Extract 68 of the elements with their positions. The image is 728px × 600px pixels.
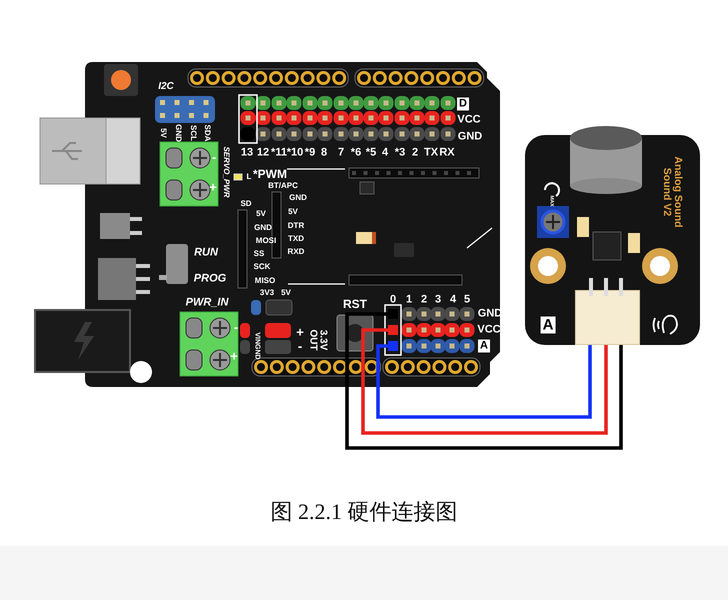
pin-label: TX	[424, 148, 438, 158]
pin-label: 4	[382, 148, 388, 158]
pin-label: *9	[304, 148, 316, 158]
pin-label: BT/APC	[268, 182, 298, 190]
pin-label: *6	[350, 148, 362, 158]
pin-label: SCK	[254, 263, 270, 271]
wire-connector	[575, 290, 640, 345]
pin-label: 2	[420, 294, 428, 306]
polarity-sign: -	[212, 150, 216, 164]
led-label: L	[246, 173, 252, 181]
wire	[361, 328, 608, 435]
pin-label: MISO	[254, 277, 276, 285]
pin-label: 2	[412, 148, 418, 158]
pin-label: GND	[174, 124, 182, 142]
wire	[345, 312, 623, 450]
pin-label: 0	[390, 294, 396, 306]
pin-label: VCC	[477, 324, 501, 336]
switch-label: RUN	[194, 248, 218, 258]
button-label: RST	[343, 298, 367, 310]
pin-label: 3	[434, 294, 442, 306]
polarity-sign: +	[230, 350, 238, 362]
pin-label: SS	[254, 250, 264, 258]
pin-label: 13	[240, 148, 254, 158]
pin-label: 7	[338, 148, 344, 158]
port-label: A	[540, 316, 556, 334]
pin-label: 12	[256, 148, 270, 158]
pin-label: TXD	[288, 235, 304, 243]
pin-label: 5V	[288, 208, 298, 216]
pin-label: *PWM	[253, 168, 287, 180]
pin-label: *5	[366, 148, 376, 158]
pin-label: 5	[464, 294, 470, 306]
pin-label: GND	[458, 132, 482, 142]
port-label: A	[478, 340, 490, 352]
pin-label: *11	[271, 148, 287, 158]
pin-label: 8	[320, 148, 328, 158]
switch-label: PROG	[194, 274, 226, 284]
module-label: Analog Sound Sound V2	[660, 155, 684, 230]
polarity-sign: +	[296, 326, 304, 338]
polarity-sign: -	[234, 320, 238, 334]
port-label: D	[457, 98, 469, 110]
pin-label: SDA	[203, 124, 211, 142]
pin-label: VCC	[457, 114, 481, 126]
pin-label: DTR	[288, 222, 304, 230]
pin-label: 4	[450, 294, 456, 306]
figure-caption: 图 2.2.1 硬件连接图	[270, 499, 458, 524]
pin-label: RX	[439, 148, 455, 158]
pin-label: 5V	[159, 128, 167, 138]
header-label: I2C	[158, 82, 174, 92]
jumper-label: 5V	[281, 289, 291, 297]
pin-label: GND	[254, 224, 272, 232]
connector-label: PWR_IN	[186, 298, 228, 308]
pin-label: SERVO_PWR	[222, 146, 230, 198]
jumper-label: 3V3	[260, 289, 274, 297]
pin-label: SD	[240, 200, 252, 208]
header-pin	[388, 325, 398, 335]
pin-label: *3	[394, 148, 406, 158]
output-label: 3.3V OUT	[308, 328, 328, 353]
polarity-sign: +	[209, 180, 217, 194]
pin-label: GND	[289, 194, 307, 202]
pin-label: 5V	[256, 210, 266, 218]
pin-label: 1	[406, 294, 412, 306]
wire	[376, 344, 592, 419]
polarity-sign: -	[298, 340, 302, 352]
header-pin	[388, 341, 398, 351]
pin-label: MOSI	[256, 237, 276, 245]
pin-label: RXD	[288, 248, 304, 256]
pin-label: *10	[286, 148, 304, 158]
pin-label: SCL	[189, 125, 197, 141]
